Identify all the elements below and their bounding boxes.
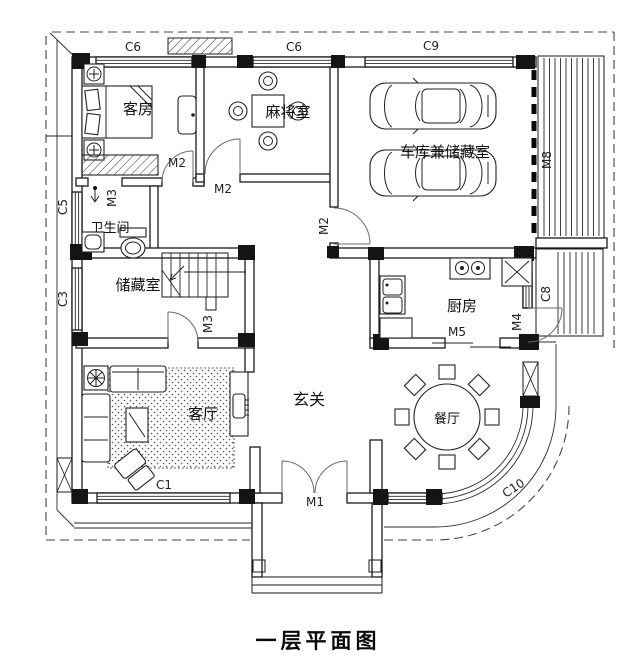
label-foyer: 玄关 xyxy=(293,390,325,409)
label-window-c3: C3 xyxy=(56,291,70,307)
door-m2-mahjong xyxy=(204,138,241,175)
page-title: 一层平面图 xyxy=(256,629,381,653)
door-m2-garage xyxy=(333,207,371,245)
window-c6-mid xyxy=(252,56,334,68)
armchair xyxy=(114,448,155,491)
label-door-m3-bath: M3 xyxy=(105,189,119,207)
label-window-c9: C9 xyxy=(423,39,439,53)
corner-pilaster xyxy=(522,361,539,397)
tv-cabinet xyxy=(229,371,249,437)
kitchen-bay-window xyxy=(535,248,604,343)
label-kitchen: 厨房 xyxy=(447,297,477,315)
porch-steps xyxy=(251,559,383,594)
coffee-table xyxy=(125,407,149,443)
label-window-c6-left: C6 xyxy=(125,40,141,54)
sofa-two-seat xyxy=(109,365,167,393)
label-window-c8: C8 xyxy=(539,286,553,302)
label-door-m4: M4 xyxy=(510,313,524,331)
label-door-m3-storage: M3 xyxy=(201,315,215,333)
guest-room-furniture xyxy=(81,63,197,176)
label-window-c10: C10 xyxy=(500,476,527,501)
label-door-m2-garage: M2 xyxy=(317,217,331,235)
side-cabinet xyxy=(177,95,197,135)
plant xyxy=(83,365,109,391)
label-mahjong-room: 麻将室 xyxy=(265,103,310,121)
bed xyxy=(81,85,153,139)
label-door-m2-mahjong: M2 xyxy=(214,182,232,196)
door-m3-storage xyxy=(167,311,199,343)
door-m2-guest xyxy=(161,150,194,183)
dining-table-set xyxy=(394,364,500,470)
stove xyxy=(449,257,491,280)
living-room-furniture xyxy=(81,365,249,491)
window-c9 xyxy=(364,56,514,68)
kitchen-fixtures xyxy=(379,257,533,339)
label-door-m2-guest: M2 xyxy=(168,156,186,170)
bathroom-fixtures xyxy=(81,227,147,259)
mahjong-table-set xyxy=(228,71,308,151)
planter-box xyxy=(167,37,233,55)
label-window-c6-mid: C6 xyxy=(286,40,302,54)
car-icon xyxy=(369,77,497,135)
nightstand xyxy=(83,63,105,85)
stairs xyxy=(161,252,246,311)
door-m5-sliding xyxy=(432,342,511,348)
toilet xyxy=(119,227,147,259)
ac-unit xyxy=(56,457,73,493)
door-m4-kitchen xyxy=(527,307,563,343)
garage-ramp xyxy=(537,55,605,239)
wardrobe xyxy=(81,154,159,176)
doors xyxy=(90,70,563,494)
window-c3 xyxy=(71,267,83,331)
bathroom-sink xyxy=(81,231,105,253)
label-door-m5: M5 xyxy=(448,325,466,339)
label-door-m8: M8 xyxy=(540,151,554,169)
door-m3-bath-mark xyxy=(90,186,100,203)
car-icon xyxy=(369,144,497,202)
kitchen-sink xyxy=(379,275,406,315)
labels: 客房 麻将室 车库兼储藏室 卫生间 储藏室 厨房 客厅 玄关 餐厅 C6 C6 … xyxy=(56,39,554,653)
sofa-three-seat xyxy=(81,393,111,463)
corner-counter xyxy=(501,257,533,287)
label-living-room: 客厅 xyxy=(188,405,218,423)
label-bathroom: 卫生间 xyxy=(90,221,129,236)
label-window-c1: C1 xyxy=(156,478,172,492)
label-window-c5: C5 xyxy=(56,199,70,215)
label-guest-room: 客房 xyxy=(123,100,153,118)
label-storage-room: 储藏室 xyxy=(115,276,160,294)
window-c5 xyxy=(71,191,83,253)
label-door-m1: M1 xyxy=(306,495,324,509)
property-boundary xyxy=(45,31,615,541)
label-dining-room: 餐厅 xyxy=(434,411,460,427)
counter xyxy=(379,317,413,339)
window-c1 xyxy=(96,492,231,504)
door-m1-entry xyxy=(281,460,348,494)
label-garage: 车库兼储藏室 xyxy=(400,143,490,161)
window-c6-left xyxy=(95,56,193,68)
